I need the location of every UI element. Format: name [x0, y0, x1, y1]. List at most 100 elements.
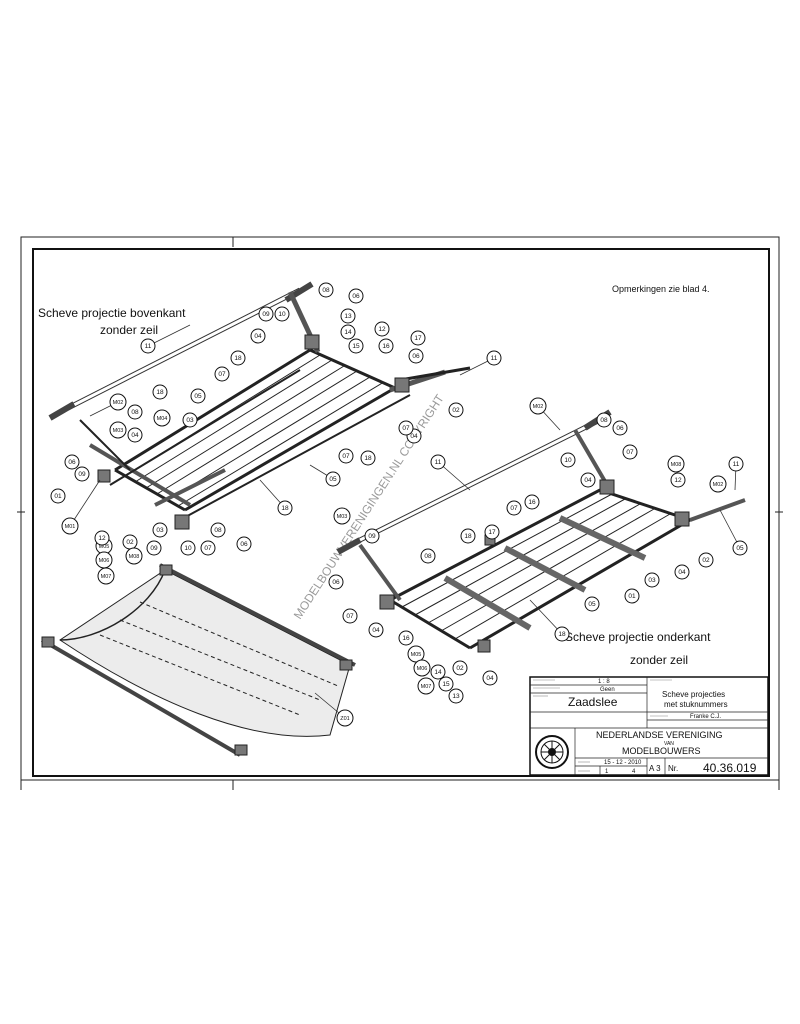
callout-label: 07	[346, 613, 354, 620]
callout-label: 12	[98, 535, 106, 542]
callout-bubble	[410, 330, 426, 346]
callout-top-06d: 06	[236, 536, 252, 552]
title-block-number: 40.36.019	[703, 761, 757, 775]
callout-top-18d: 18	[259, 479, 293, 516]
callout-bubble	[61, 517, 79, 535]
callout-bot-13: 13	[448, 688, 464, 704]
callout-label: 03	[156, 527, 164, 534]
callout-bubble	[596, 412, 612, 428]
callout-bubble	[484, 524, 500, 540]
callout-top-m03: M03	[109, 421, 127, 439]
callout-top-m01: M01	[61, 479, 101, 535]
callout-bot-08a: 08	[596, 412, 612, 428]
callout-bubble	[109, 393, 127, 411]
callout-top-10a: 10	[274, 306, 290, 322]
callout-label: 06	[332, 579, 340, 586]
title-block-drawn-by: Franke C.J.	[690, 714, 721, 720]
callout-bubble	[94, 530, 110, 546]
callout-label: 09	[150, 545, 158, 552]
callout-label: 03	[186, 417, 194, 424]
callout-top-18a: 18	[230, 350, 246, 366]
callout-label: 08	[322, 287, 330, 294]
callout-top-12a: 12	[374, 321, 390, 337]
callout-bubble	[127, 427, 143, 443]
callout-bubble	[146, 540, 162, 556]
callout-label: 15	[442, 681, 450, 688]
callout-bubble	[624, 588, 640, 604]
callout-bot-05a: 05	[719, 509, 748, 556]
callout-bubble	[667, 455, 685, 473]
callout-label: 04	[372, 627, 380, 634]
callout-label: 04	[131, 432, 139, 439]
callout-top-03b: 03	[152, 522, 168, 538]
callout-bot-07a: 07	[622, 444, 638, 460]
title-block-name: Zaadslee	[568, 695, 618, 709]
callout-bot-07b: 07	[506, 500, 522, 516]
callout-label: 06	[68, 459, 76, 466]
callout-bubble	[250, 328, 266, 344]
callout-bubble	[140, 338, 156, 354]
callout-top-18b: 18	[152, 384, 168, 400]
callout-top-05b: 05	[309, 464, 341, 487]
callout-label: 08	[600, 417, 608, 424]
callout-bubble	[622, 444, 638, 460]
callout-label: M03	[113, 428, 124, 434]
callout-label: 15	[352, 343, 360, 350]
callout-label: 06	[616, 425, 624, 432]
callout-label: 04	[486, 675, 494, 682]
callout-bubble	[732, 540, 748, 556]
title-block-description-line2: met stuknummers	[664, 700, 728, 709]
callout-label: 04	[584, 477, 592, 484]
callout-bubble	[125, 547, 143, 565]
callout-top-12b: 12	[94, 530, 110, 546]
callout-label: 02	[126, 539, 134, 546]
callout-top-18c: 18	[360, 450, 376, 466]
callout-bubble	[325, 471, 341, 487]
callout-label: M06	[99, 558, 110, 564]
top-view-drawing	[48, 281, 471, 530]
callout-label: 18	[364, 455, 372, 462]
callout-label: 09	[78, 471, 86, 478]
callout-top-14: 14	[340, 324, 356, 340]
callout-bot-11a: 11	[430, 454, 471, 491]
callout-bot-12: 12	[670, 472, 686, 488]
callout-label: 09	[368, 533, 376, 540]
callout-bubble	[398, 420, 414, 436]
callout-label: 01	[628, 593, 636, 600]
callout-bubble	[182, 412, 198, 428]
callout-label: M07	[101, 574, 112, 580]
callout-bubble	[74, 466, 90, 482]
callout-bot-m08: M08	[667, 455, 685, 473]
callout-label: 18	[464, 533, 472, 540]
callout-bubble	[109, 421, 127, 439]
callout-label: M02	[113, 400, 124, 406]
callout-label: 08	[424, 553, 432, 560]
callout-bot-14: 14	[430, 664, 446, 680]
title-block-scale: 1 : 8	[598, 679, 610, 685]
callout-label: M07	[421, 684, 432, 690]
callout-bot-18b: 18	[529, 599, 570, 642]
callout-label: M02	[533, 404, 544, 410]
callout-top-04b: 04	[127, 427, 143, 443]
callout-bot-04b: 04	[674, 564, 690, 580]
callout-bubble	[413, 659, 431, 677]
callout-bubble	[398, 630, 414, 646]
callout-label: 01	[54, 493, 62, 500]
callout-bubble	[460, 528, 476, 544]
callout-bubble	[529, 397, 547, 415]
callout-bot-04c: 04	[368, 622, 384, 638]
callout-bot-08b: 08	[420, 548, 436, 564]
callout-label: 11	[491, 355, 498, 362]
callout-bubble	[340, 324, 356, 340]
bottom-view-caption-line2: zonder zeil	[630, 653, 688, 667]
callout-label: 17	[488, 529, 496, 536]
callout-label: 09	[262, 311, 270, 318]
bottom-view-caption-line1: Scheve projectie onderkant	[565, 630, 711, 644]
callout-label: M06	[417, 666, 428, 672]
callout-label: 06	[240, 541, 248, 548]
callout-bubble	[368, 622, 384, 638]
callout-label: 08	[131, 409, 139, 416]
callout-bubble	[448, 688, 464, 704]
title-block-org-line1: NEDERLANDSE VERENIGING	[596, 730, 723, 740]
